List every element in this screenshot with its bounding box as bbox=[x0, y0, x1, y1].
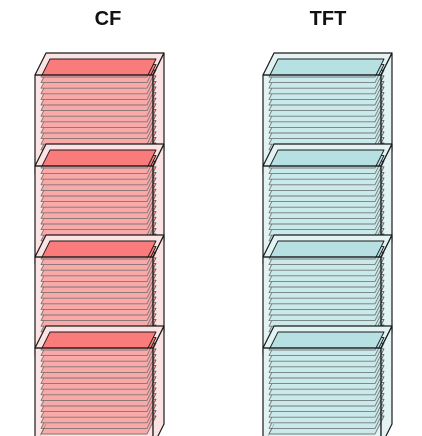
sheet-0-0-0 bbox=[40, 58, 157, 78]
sheet-0-2-0 bbox=[40, 240, 157, 260]
column-title-cf: CF bbox=[94, 8, 122, 30]
box-right-0-3 bbox=[152, 325, 165, 436]
box-back-edge-1-3 bbox=[267, 423, 275, 436]
box-back-edge-0-3 bbox=[39, 423, 47, 436]
sheet-1-0-0 bbox=[268, 58, 385, 78]
sheet-1-3-0 bbox=[268, 331, 385, 351]
sheet-1-1-0 bbox=[268, 149, 385, 169]
box-front-0-3 bbox=[34, 347, 154, 436]
box-front-1-3 bbox=[262, 347, 382, 436]
sheet-0-3-0 bbox=[40, 331, 157, 351]
sheet-1-2-0 bbox=[268, 240, 385, 260]
box-right-1-3 bbox=[380, 325, 393, 436]
sheet-0-1-0 bbox=[40, 149, 157, 169]
column-title-tft: TFT bbox=[309, 8, 347, 30]
